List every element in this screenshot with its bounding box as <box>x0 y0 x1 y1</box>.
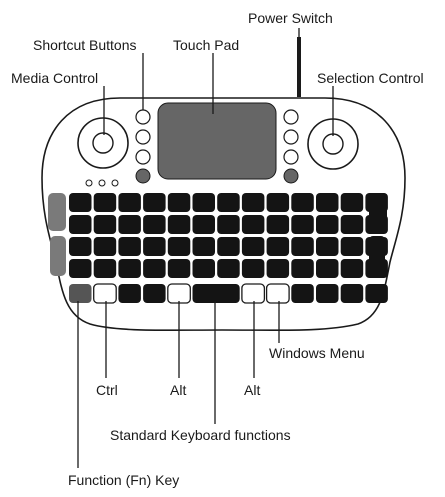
key[interactable] <box>266 215 290 234</box>
key[interactable] <box>217 237 240 256</box>
indicator-leds <box>85 179 119 187</box>
alt-key-left[interactable] <box>167 283 191 304</box>
key[interactable] <box>291 193 314 212</box>
shortcut-buttons-left <box>135 109 151 184</box>
key[interactable] <box>316 284 339 303</box>
key[interactable] <box>93 215 117 234</box>
side-key-right-upper[interactable] <box>369 193 387 231</box>
key[interactable] <box>69 237 92 256</box>
key[interactable] <box>365 284 388 303</box>
shortcut-button[interactable] <box>135 109 151 125</box>
key[interactable] <box>340 193 364 212</box>
label-alt-left: Alt <box>170 382 187 398</box>
key[interactable] <box>241 215 265 234</box>
key[interactable] <box>192 193 216 212</box>
key[interactable] <box>167 259 191 278</box>
key[interactable] <box>167 193 191 212</box>
key[interactable] <box>340 259 364 278</box>
key[interactable] <box>118 237 141 256</box>
shortcut-buttons-right <box>283 109 299 184</box>
key[interactable] <box>93 193 117 212</box>
key[interactable] <box>340 284 364 303</box>
shortcut-button[interactable] <box>135 129 151 145</box>
key[interactable] <box>340 237 364 256</box>
key[interactable] <box>118 215 141 234</box>
key[interactable] <box>167 215 191 234</box>
label-selection-control: Selection Control <box>317 70 424 86</box>
key[interactable] <box>241 237 265 256</box>
touch-pad[interactable] <box>157 102 277 180</box>
key[interactable] <box>217 259 240 278</box>
key[interactable] <box>316 193 339 212</box>
key[interactable] <box>316 259 339 278</box>
key[interactable] <box>316 237 339 256</box>
shortcut-button[interactable] <box>135 168 151 184</box>
label-touch-pad: Touch Pad <box>173 37 240 53</box>
alt-key-right[interactable] <box>241 283 266 304</box>
key[interactable] <box>291 284 314 303</box>
key[interactable] <box>93 237 117 256</box>
key[interactable] <box>143 284 166 303</box>
key[interactable] <box>241 193 265 212</box>
key[interactable] <box>69 193 92 212</box>
space-bar[interactable] <box>192 284 240 303</box>
key[interactable] <box>316 215 339 234</box>
key[interactable] <box>143 215 166 234</box>
key[interactable] <box>266 193 290 212</box>
leader-lines <box>77 28 334 468</box>
shortcut-button[interactable] <box>135 149 151 165</box>
side-key-left-upper[interactable] <box>48 193 66 231</box>
label-standard-keyboard-functions: Standard Keyboard functions <box>110 427 291 443</box>
side-key-right-lower[interactable] <box>369 236 385 276</box>
key[interactable] <box>69 259 92 278</box>
key[interactable] <box>143 259 166 278</box>
key[interactable] <box>167 237 191 256</box>
label-power-switch: Power Switch <box>248 10 333 26</box>
key[interactable] <box>291 259 314 278</box>
label-alt-right: Alt <box>244 382 261 398</box>
ctrl-key[interactable] <box>93 283 117 304</box>
fn-key[interactable] <box>69 284 92 303</box>
key[interactable] <box>143 237 166 256</box>
key[interactable] <box>217 215 240 234</box>
side-key-left-lower[interactable] <box>50 236 66 276</box>
key[interactable] <box>217 193 240 212</box>
key[interactable] <box>118 259 141 278</box>
key[interactable] <box>192 259 216 278</box>
key[interactable] <box>291 215 314 234</box>
power-switch[interactable] <box>297 37 301 97</box>
label-ctrl: Ctrl <box>96 382 118 398</box>
shortcut-button[interactable] <box>283 149 299 165</box>
label-function-fn-key: Function (Fn) Key <box>68 472 180 488</box>
key[interactable] <box>69 215 92 234</box>
media-control[interactable] <box>77 117 129 169</box>
label-media-control: Media Control <box>11 70 99 86</box>
key[interactable] <box>118 193 141 212</box>
key[interactable] <box>192 215 216 234</box>
key-grid <box>69 193 388 304</box>
key[interactable] <box>192 237 216 256</box>
shortcut-button[interactable] <box>283 109 299 125</box>
key[interactable] <box>93 259 117 278</box>
shortcut-button[interactable] <box>283 129 299 145</box>
key[interactable] <box>291 237 314 256</box>
label-shortcut-buttons: Shortcut Buttons <box>33 37 137 53</box>
label-windows-menu: Windows Menu <box>269 345 365 361</box>
key[interactable] <box>118 284 141 303</box>
key[interactable] <box>340 215 364 234</box>
key[interactable] <box>266 237 290 256</box>
key[interactable] <box>143 193 166 212</box>
key[interactable] <box>266 259 290 278</box>
windows-menu-key[interactable] <box>265 283 290 304</box>
shortcut-button[interactable] <box>283 168 299 184</box>
key[interactable] <box>241 259 265 278</box>
